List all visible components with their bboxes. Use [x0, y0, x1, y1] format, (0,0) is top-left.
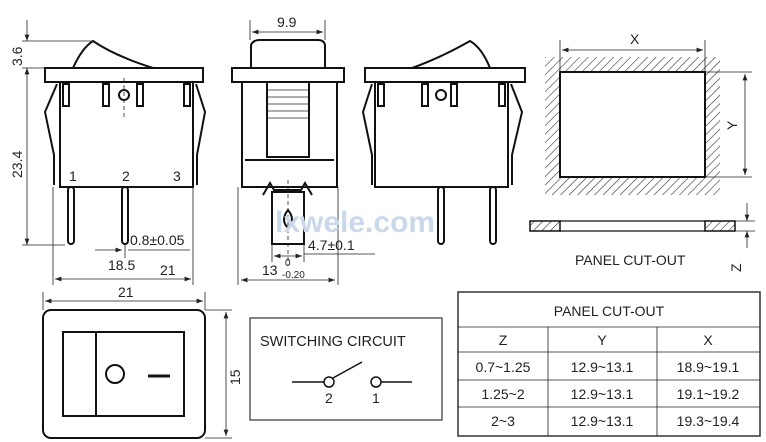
- dim-terminal-width: 4.7±0.1: [308, 237, 355, 253]
- dim-cutout-x: X: [630, 31, 640, 47]
- switching-circuit-title: SWITCHING CIRCUIT: [260, 334, 406, 350]
- table-cell: 12.9~13.1: [571, 413, 634, 429]
- panel-cutout-label: PANEL CUT-OUT: [575, 252, 686, 268]
- table-cell: 12.9~13.1: [571, 386, 634, 402]
- switching-circuit: SWITCHING CIRCUIT 2 1: [249, 317, 443, 421]
- pin-label: 2: [122, 168, 130, 184]
- panel-cutout-drawing: X Y Z PANEL CUT-OUT: [529, 31, 755, 272]
- dim-body-depth-tol-upper: 0: [285, 258, 291, 269]
- table-header: X: [703, 332, 713, 348]
- side-view-left: 1 2 3 3.6 23.4 0.8±0.05 18.5 21: [9, 20, 207, 285]
- table-title: PANEL CUT-OUT: [554, 303, 665, 319]
- table-cell: 19.1~19.2: [677, 386, 740, 402]
- pin-label: 1: [69, 168, 77, 184]
- dim-front-width: 21: [118, 284, 134, 300]
- dim-cap-width: 9.9: [277, 14, 297, 30]
- table-cell: 2~3: [491, 413, 515, 429]
- watermark: lxwele.com: [275, 206, 435, 239]
- dim-overall-width: 21: [160, 262, 176, 278]
- table-header: Y: [597, 332, 607, 348]
- table-cell: 19.3~19.4: [677, 413, 740, 429]
- dim-body-depth-tol-lower: -0.20: [282, 270, 305, 281]
- dim-front-height: 15: [227, 369, 243, 385]
- circuit-terminal-label: 2: [325, 390, 333, 406]
- table-cell: 18.9~19.1: [677, 359, 740, 375]
- table-cell: 0.7~1.25: [476, 359, 531, 375]
- end-view: 9.9 4.7±0.1 13 0 -0.20: [231, 14, 375, 285]
- front-view: 15 21: [42, 284, 243, 439]
- dim-body-height: 23.4: [9, 151, 25, 178]
- table-cell: 1.25~2: [481, 386, 524, 402]
- dim-cutout-y: Y: [724, 120, 740, 130]
- side-view-right: [361, 39, 526, 245]
- dim-pin-spacing: 18.5: [108, 257, 135, 273]
- pin-label: 3: [173, 168, 181, 184]
- panel-cutout-table: PANEL CUT-OUT Z Y X 0.7~1.25 12.9~13.1 1…: [457, 291, 761, 437]
- circuit-terminal-label: 1: [372, 390, 380, 406]
- dim-rocker-height: 3.6: [9, 46, 25, 66]
- dim-pin-width: 0.8±0.05: [130, 232, 185, 248]
- dim-body-depth: 13: [262, 262, 278, 278]
- table-cell: 12.9~13.1: [571, 359, 634, 375]
- dim-cutout-z: Z: [728, 263, 744, 272]
- table-header: Z: [499, 332, 508, 348]
